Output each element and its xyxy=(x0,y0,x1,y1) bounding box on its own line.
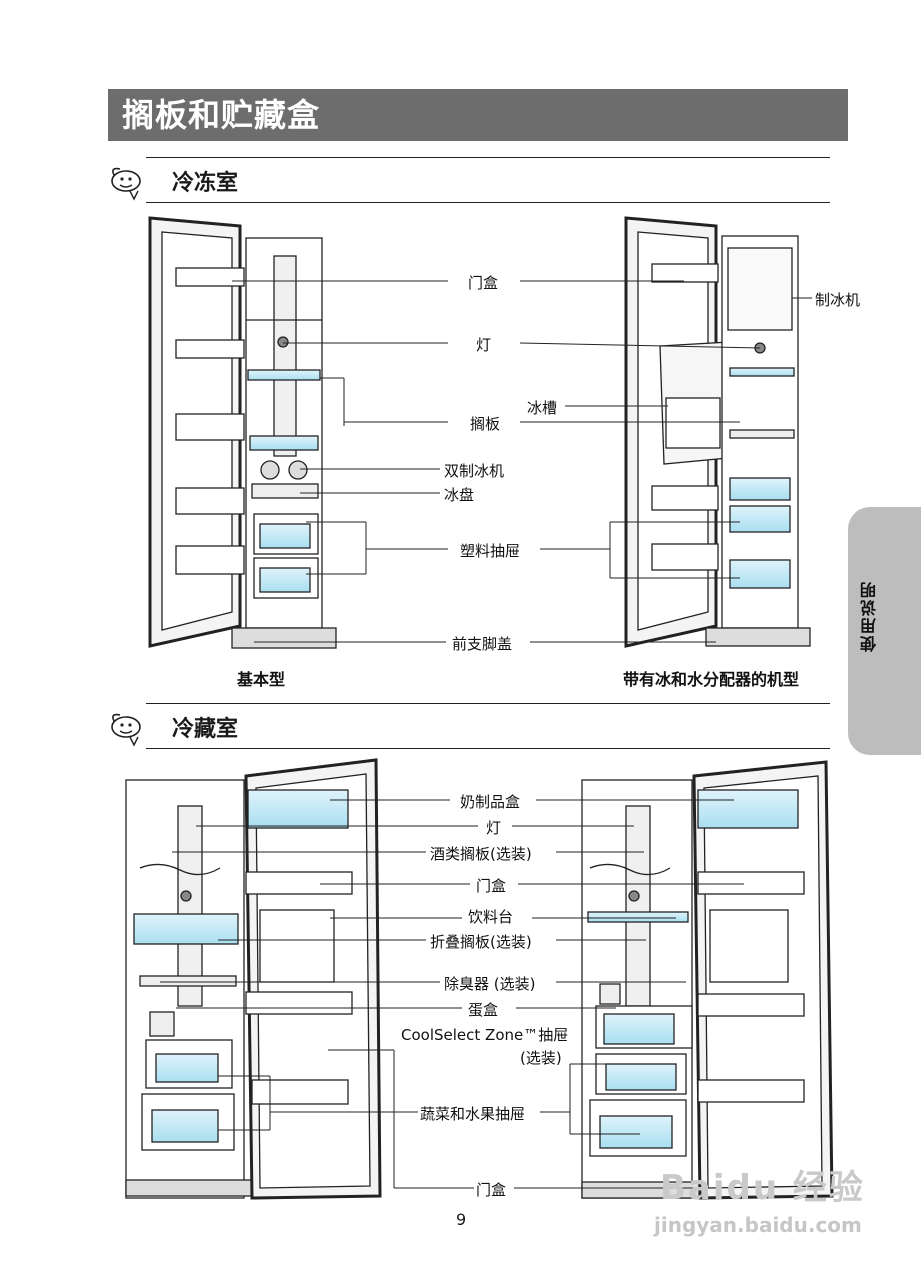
callout-coolselect-drawer: CoolSelect Zone™抽屉 xyxy=(401,1026,569,1044)
callout-ice-maker: 制冰机 xyxy=(815,291,861,309)
watermark-url: jingyan.baidu.com xyxy=(654,1213,862,1237)
callout-wine-rack: 酒类搁板(选装) xyxy=(430,845,532,863)
watermark-logo: Baidu 经验 xyxy=(660,1168,865,1208)
caption-dispenser-model: 带有冰和水分配器的机型 xyxy=(623,670,800,689)
fridge-right-illustration xyxy=(581,760,834,1200)
callout-deodorizer: 除臭器 (选装) xyxy=(444,975,536,993)
callout-door-bin-bottom: 门盒 xyxy=(476,1181,507,1199)
caption-basic-model: 基本型 xyxy=(237,670,286,689)
fridge-section-header: 冷藏室 xyxy=(108,703,830,749)
callout-ice-trough: 冰槽 xyxy=(527,399,558,417)
callout-vegetable-drawer: 蔬菜和水果抽屉 xyxy=(420,1105,526,1123)
side-tab xyxy=(848,507,921,755)
callout-door-bin: 门盒 xyxy=(468,274,499,292)
freezer-dispenser-illustration xyxy=(624,216,811,648)
fridge-left-illustration xyxy=(125,758,382,1200)
callout-egg-container: 蛋盒 xyxy=(468,1001,499,1019)
callout-ice-tray: 冰盘 xyxy=(444,486,475,504)
callout-beverage-station: 饮料台 xyxy=(468,908,514,926)
page-title: 搁板和贮藏盒 xyxy=(108,89,848,141)
mascot-icon xyxy=(111,167,141,201)
freezer-section-header: 冷冻室 xyxy=(108,157,830,203)
callout-plastic-drawer: 塑料抽屉 xyxy=(460,542,521,560)
callout-light: 灯 xyxy=(476,336,492,354)
callout-twin-ice-maker: 双制冰机 xyxy=(444,462,505,480)
leader-lines xyxy=(160,280,812,1189)
callout-shelf: 搁板 xyxy=(470,415,501,433)
callout-folding-shelf: 折叠搁板(选装) xyxy=(430,933,532,951)
callout-optional: (选装) xyxy=(520,1049,562,1067)
page-number: 9 xyxy=(456,1210,467,1229)
callout-door-bin-fridge: 门盒 xyxy=(476,877,507,895)
mascot-icon xyxy=(111,713,141,747)
fridge-heading: 冷藏室 xyxy=(172,717,239,742)
freezer-basic-illustration xyxy=(148,216,337,649)
callout-dairy-compartment: 奶制品盒 xyxy=(460,793,521,811)
freezer-heading: 冷冻室 xyxy=(172,171,239,196)
callout-light-fridge: 灯 xyxy=(486,819,502,837)
callout-front-cover: 前支脚盖 xyxy=(452,635,513,653)
